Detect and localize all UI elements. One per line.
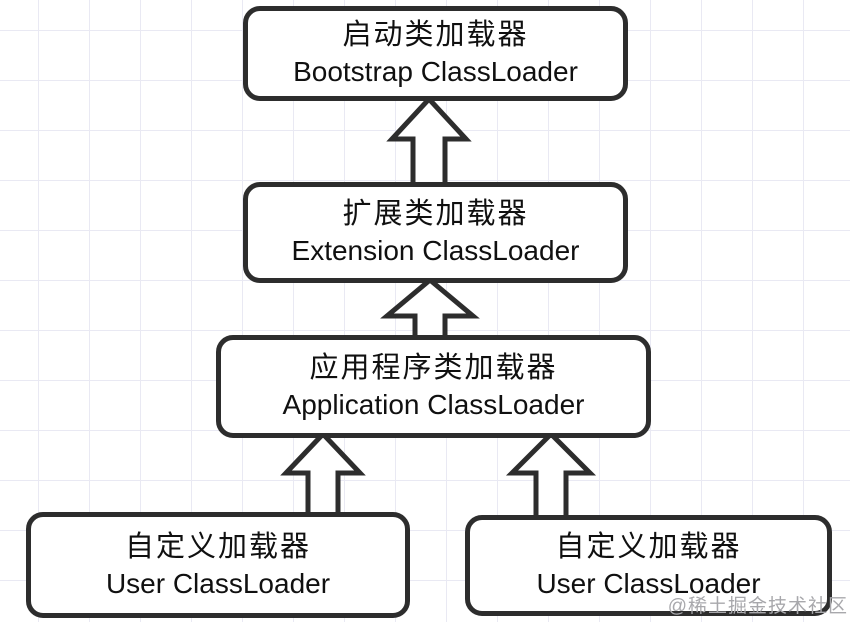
user-right-label-zh: 自定义加载器 (555, 531, 742, 564)
node-user-classloader-right: 自定义加载器 User ClassLoader (465, 515, 832, 616)
up-arrow-application-to-extension (380, 276, 480, 342)
up-arrow-extension-to-bootstrap (386, 95, 472, 189)
user-left-label-en: User ClassLoader (105, 567, 331, 599)
node-application-classloader: 应用程序类加载器 Application ClassLoader (216, 335, 651, 438)
node-bootstrap-classloader: 启动类加载器 Bootstrap ClassLoader (243, 6, 628, 101)
juejin-watermark: @稀土掘金技术社区 (667, 596, 848, 617)
extension-label-en: Extension ClassLoader (291, 235, 580, 267)
bootstrap-label-en: Bootstrap ClassLoader (293, 56, 578, 88)
user-left-label-zh: 自定义加载器 (124, 530, 311, 563)
bootstrap-label-zh: 启动类加载器 (342, 19, 529, 52)
up-arrow-user-left-to-application (280, 430, 366, 519)
up-arrow-user-right-to-application (505, 430, 597, 522)
node-user-classloader-left: 自定义加载器 User ClassLoader (26, 512, 410, 618)
node-extension-classloader: 扩展类加载器 Extension ClassLoader (243, 182, 628, 283)
user-right-label-en: User ClassLoader (536, 568, 761, 600)
application-label-en: Application ClassLoader (282, 389, 585, 421)
extension-label-zh: 扩展类加载器 (342, 198, 529, 231)
application-label-zh: 应用程序类加载器 (309, 352, 558, 385)
